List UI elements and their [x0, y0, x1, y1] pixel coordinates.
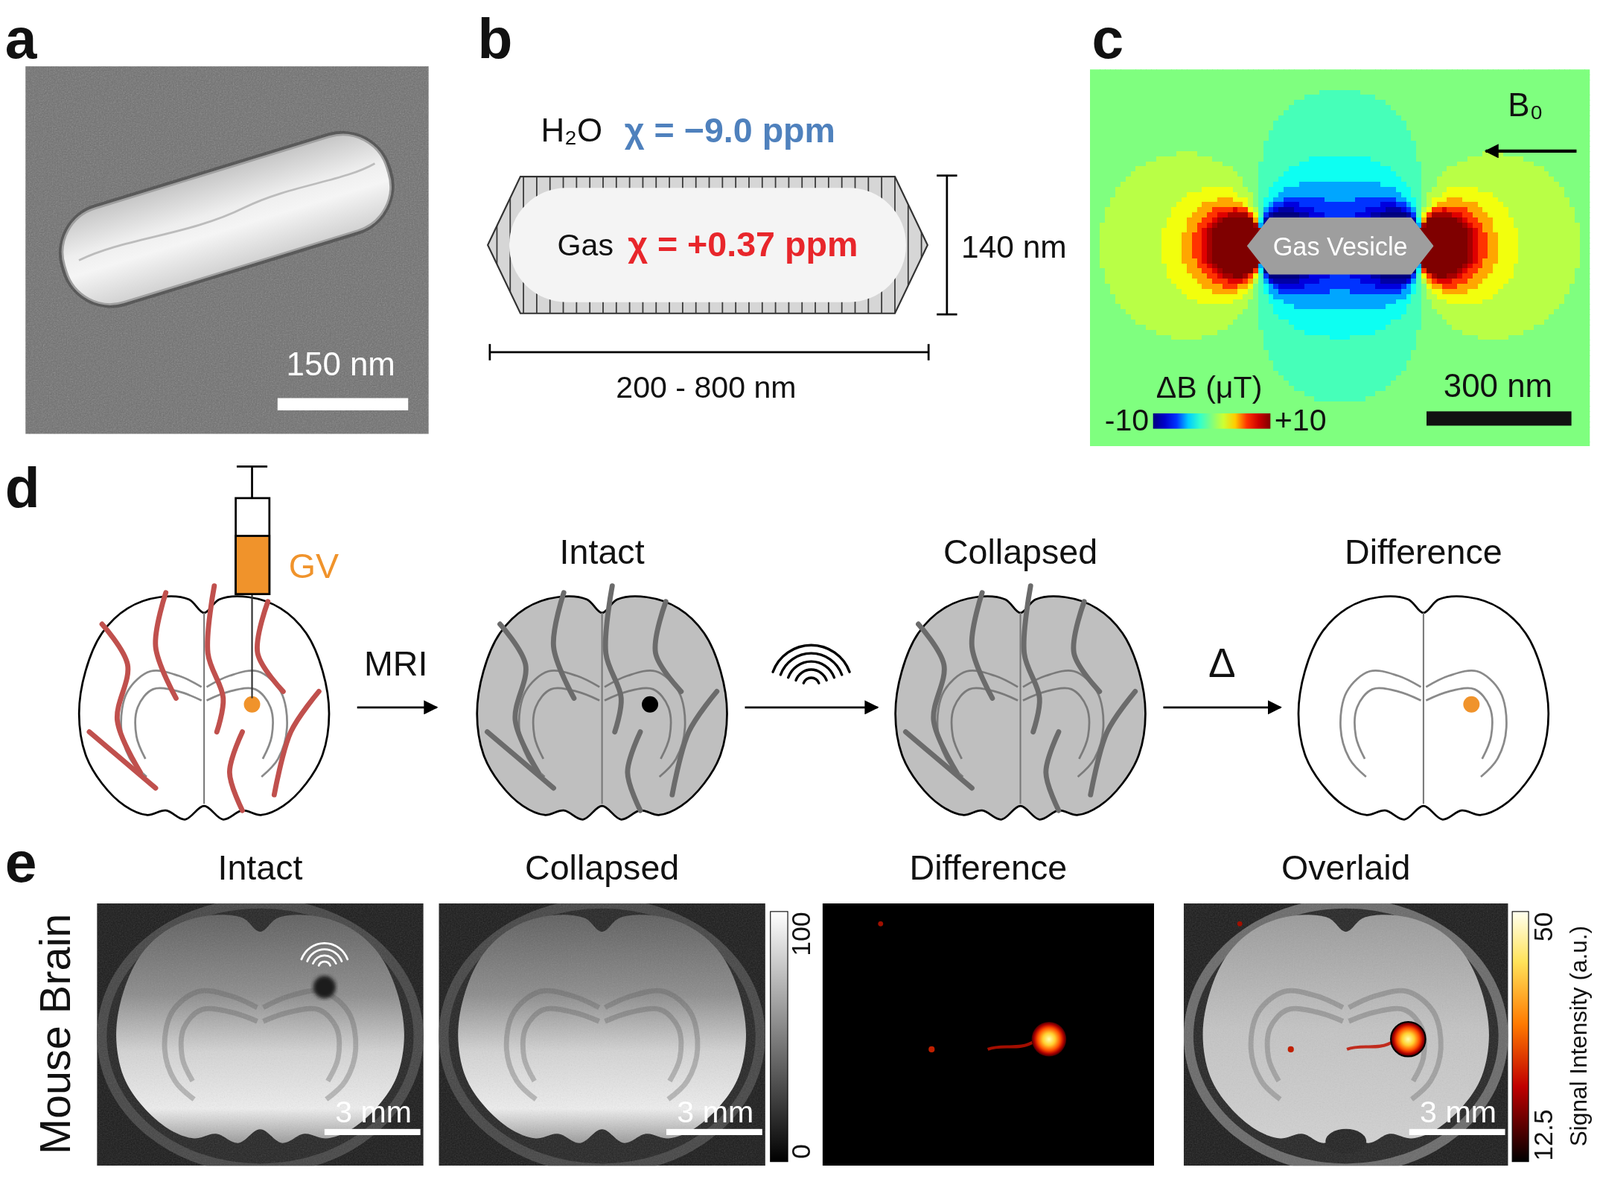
figure: a150 nmbH₂Oχ = −9.0 ppm140 nm200 - 800 n…	[0, 0, 1600, 1179]
